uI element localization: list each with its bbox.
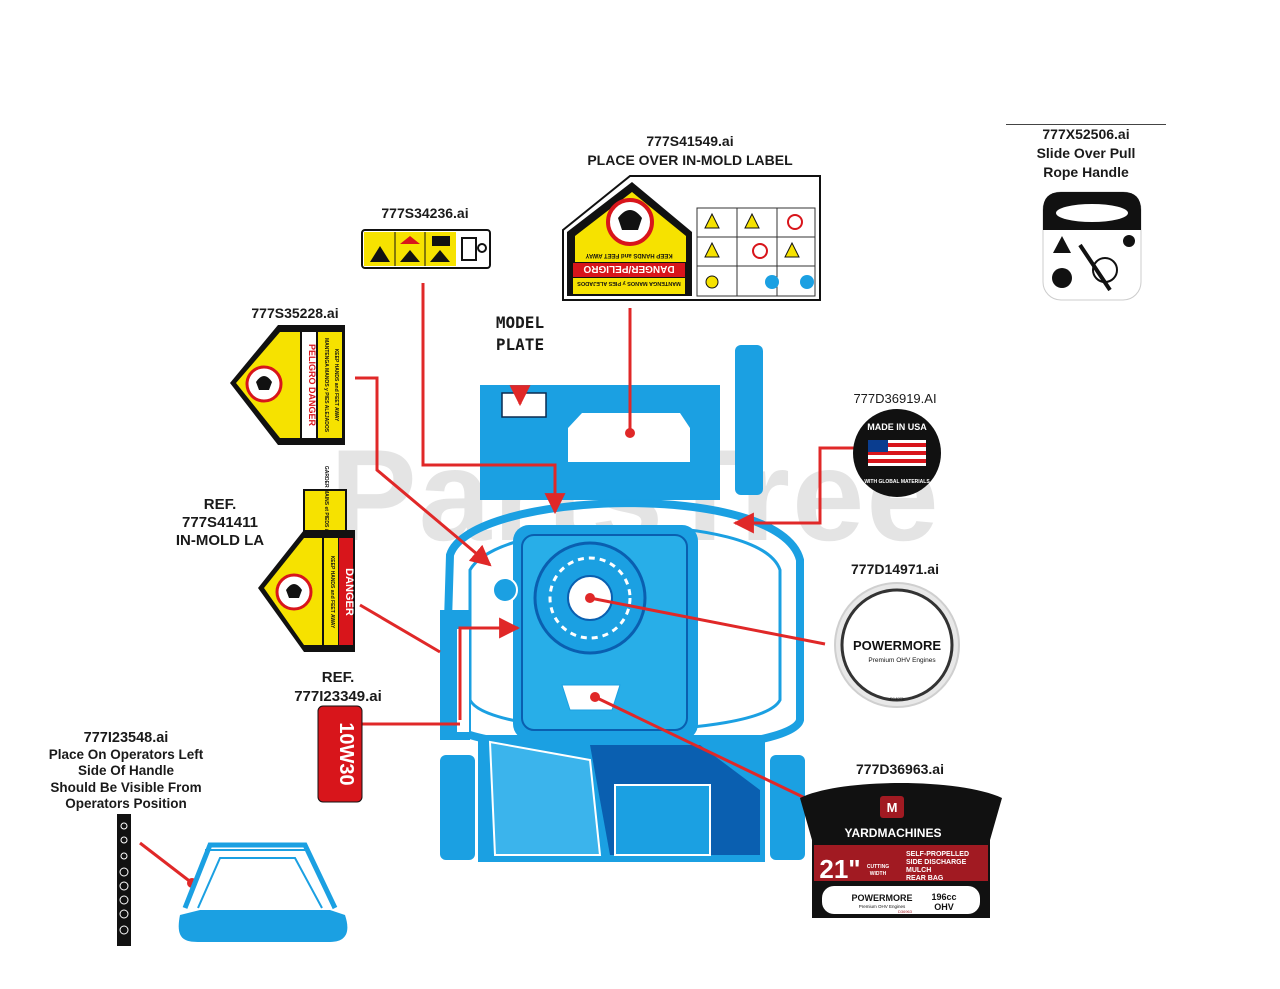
ym-engine-sub: Premium OHV Engines [859,904,906,909]
part-ref-line: 777I23349.ai [294,688,382,705]
ym-ohv: OHV [934,902,954,912]
part-ref: 777S34236.ai [381,205,469,221]
decal-rope-handle [1042,191,1142,301]
ym-feature: SELF-PROPELLED [906,851,969,858]
model-plate-label: MODEL PLATE [470,312,570,356]
part-777s35228[interactable]: 777S35228.ai [225,304,365,323]
danger-title: DANGER/PELIGRO [583,263,674,274]
danger-side-title: DANGER [343,568,355,616]
part-777d14971[interactable]: 777D14971.ai [830,560,960,579]
usa-top: MADE IN USA [867,422,927,432]
danger-sub: KEEP HANDS and FEET AWAY [585,252,672,258]
part-ref: 777D36963.ai [856,761,944,777]
part-note: Should Be Visible From [50,779,202,795]
model-plate-line: PLATE [495,335,545,354]
powermore-sub: Premium OHV Engines [868,657,936,664]
powermore-code: D14971 [890,696,905,701]
decal-peligro: PELIGRO DANGER MANTENGA MANOS y PIES ALE… [230,325,345,445]
part-777x52506[interactable]: 777X52506.ai Slide Over Pull Rope Handle [1006,124,1166,182]
part-note: Rope Handle [1043,164,1129,180]
part-ref: 777X52506.ai [1042,126,1130,142]
ym-feature: MULCH [906,867,931,874]
usa-bottom: WITH GLOBAL MATERIALS [864,479,930,485]
peligro-title: PELIGRO DANGER [307,344,317,427]
decal-oil: 10W30 [317,705,363,803]
model-plate [501,392,547,418]
ym-feature: SIDE DISCHARGE [906,859,967,866]
part-note: Operators Position [65,796,187,811]
mower-deck [440,345,805,862]
decal-made-in-usa: MADE IN USA WITH GLOBAL MATERIALS [853,409,941,497]
danger-side-sub: KEEP HANDS and FEET AWAY [329,556,335,629]
decal-yard-machines: M YARDMACHINES 21" CUTTING WIDTH SELF-PR… [800,783,1002,918]
oil-grade: 10W30 [335,722,357,785]
part-ref: 777D14971.ai [851,561,939,577]
ym-engine: POWERMORE [851,893,912,903]
part-note: PLACE OVER IN-MOLD LABEL [587,152,793,168]
part-777d36963[interactable]: 777D36963.ai [835,760,965,779]
wheel-right [770,755,805,860]
decal-danger-main: DANGER/PELIGRO MANTENGA MANOS y PIES ALE… [562,175,821,301]
hazard-icon-grid [696,207,816,297]
part-ref-line: IN-MOLD LA [175,532,265,549]
leader-lines [139,283,860,888]
handle-right [735,345,763,495]
part-ref: 777D36919.AI [853,391,937,406]
decal-operator-strip [117,814,131,946]
part-ref-line: 777S41411 [182,514,258,531]
part-777s41411[interactable]: REF. 777S41411 IN-MOLD LA [150,496,290,550]
ym-brand: YARDMACHINES [845,826,942,840]
svg-text:M: M [887,800,898,815]
part-ref: 777S41549.ai [646,133,734,149]
wheel-left [440,755,475,860]
decal-777s34236 [361,229,491,269]
ym-cut2: WIDTH [870,871,887,877]
model-plate-line: MODEL [495,313,545,332]
decal-danger-side: GARDER MAINS et PIEDS à DISTANCE KEEP HA… [258,466,355,652]
part-ref: 777S35228.ai [251,305,339,321]
decal-powermore: POWERMORE Premium OHV Engines D14971 [834,582,960,708]
danger-sub: MANTENGA MANOS y PIES ALEJADOS [577,280,681,286]
part-ref-line: REF. [321,669,355,686]
part-note: Side Of Handle [77,763,175,778]
part-note: Slide Over Pull [1036,145,1136,161]
powermore-brand: POWERMORE [853,638,941,653]
part-ref: 777I23548.ai [83,730,169,746]
part-777i23349[interactable]: REF. 777I23349.ai [268,668,408,706]
ym-feature: REAR BAG [906,875,944,882]
danger-tab: GARDER MAINS et PIEDS à DISTANCE [323,466,329,559]
handle-diagram [178,842,348,942]
part-ref-line: REF. [203,496,237,513]
part-777s41549[interactable]: 777S41549.ai PLACE OVER IN-MOLD LABEL [560,132,820,170]
ym-size: 21" [819,854,860,884]
ym-cut1: CUTTING [867,864,889,870]
ym-code: D36963 [898,909,913,914]
part-note: Place On Operators Left [48,746,204,762]
part-777s34236[interactable]: 777S34236.ai [355,204,495,223]
peligro-sub: KEEP HANDS and FEET AWAY [333,349,339,422]
part-777d36919[interactable]: 777D36919.AI [830,389,960,408]
part-777i23548[interactable]: 777I23548.ai Place On Operators Left Sid… [26,730,226,813]
peligro-sub: MANTENGA MANOS y PIES ALEJADOS [323,338,329,433]
ym-cc: 196cc [931,892,956,902]
